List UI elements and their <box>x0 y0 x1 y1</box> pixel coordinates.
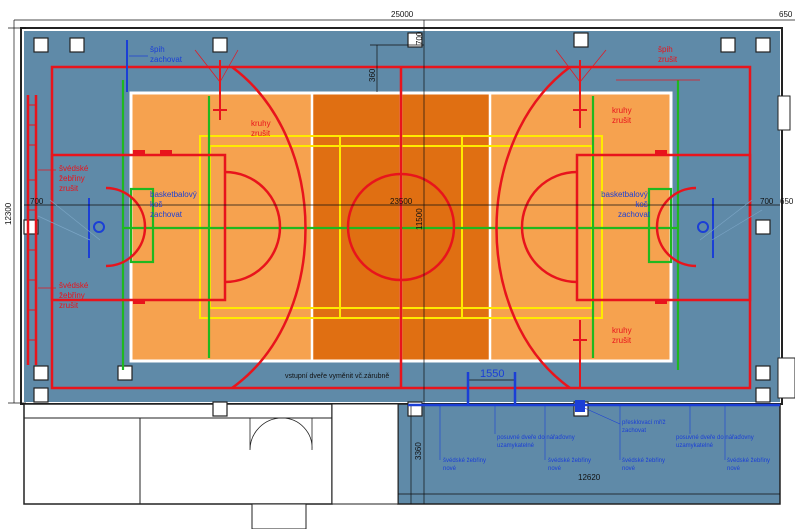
note-basket-left: basketbalový koš zachovat <box>150 190 199 219</box>
red-lines <box>26 65 752 390</box>
dim-marker-360: 360 <box>368 68 377 82</box>
note-kruhy-top: kruhy zrušit <box>251 119 273 138</box>
note-ladders-left-bottom: švédské žebřiny zrušit <box>59 281 91 310</box>
storage-floor <box>398 404 780 504</box>
note-sliding-left: posuvné dveře do nářaďovny uzamykatelné <box>497 435 576 449</box>
dimension-lines <box>8 19 795 504</box>
dim-bottom-width: 12620 <box>578 473 601 482</box>
dim-center-span: 23500 <box>390 197 413 206</box>
room-lower-left <box>23 403 333 505</box>
dim-top-center: 700 <box>415 31 424 45</box>
note-ladders-new-4: švédské žebřiny nové <box>727 458 772 472</box>
partition-line <box>408 372 780 407</box>
dim-door-width: 1550 <box>480 368 504 380</box>
dim-left-height: 12300 <box>4 202 13 225</box>
note-ladders-left-top: švédské žebřiny zrušit <box>59 164 91 193</box>
baskets <box>88 40 714 258</box>
note-kruhy-bottom: kruhy zrušit <box>612 326 634 345</box>
rings <box>213 60 587 388</box>
note-spih-left: špih zachovat <box>150 45 183 64</box>
note-ladders-new-3: švédské žebřiny nové <box>622 458 667 472</box>
green-lines <box>121 80 680 370</box>
dim-center-vertical: 11500 <box>415 208 424 230</box>
note-partition: přesklovací mříž zachovat <box>622 420 667 434</box>
note-basket-right: basketbalový koš zachovat <box>601 190 651 219</box>
note-ladders-new-1: švédské žebřiny nové <box>443 458 488 472</box>
court <box>26 40 752 390</box>
dim-mid-right-650: 650 <box>780 197 794 206</box>
dim-lower-height: 3360 <box>414 442 423 460</box>
dim-mid-right-700: 700 <box>760 197 774 206</box>
dim-top-right: 650 <box>779 10 793 19</box>
note-spih-right: špih zrušit <box>658 45 678 64</box>
dim-mid-left-700: 700 <box>30 197 44 206</box>
note-kruhy-top-right: kruhy zrušit <box>612 106 634 125</box>
dim-top-total: 25000 <box>391 10 414 19</box>
note-entry-door: vstupní dveře vyměnit vč.zárubně <box>285 373 389 380</box>
note-sliding-right: posuvné dveře do nářaďovny uzamykatelné <box>676 435 755 449</box>
note-ladders-new-2: švédské žebřiny nové <box>548 458 593 472</box>
